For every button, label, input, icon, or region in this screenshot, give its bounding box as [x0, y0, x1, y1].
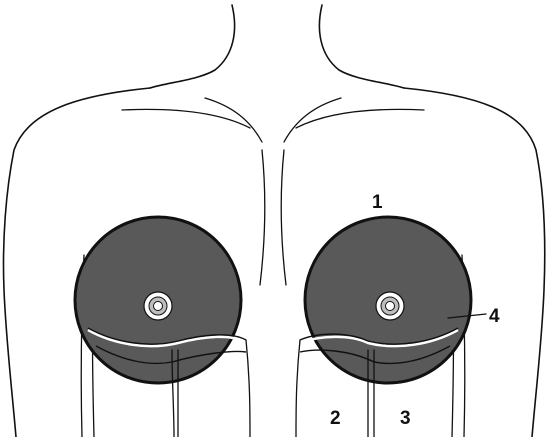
left-inner-line: [246, 340, 250, 437]
label-zone-2: 2: [330, 408, 341, 429]
right-clavicle-lower-line: [284, 98, 341, 142]
right-nipple: [376, 292, 404, 320]
neck-left-line: [150, 5, 235, 88]
left-clavicle-lower-line: [205, 98, 262, 142]
label-zone-3: 3: [400, 408, 411, 429]
label-zone-4: 4: [489, 306, 500, 327]
sternum-left-line: [260, 150, 265, 285]
right-inner-line: [296, 340, 300, 437]
left-clavicle-line: [122, 109, 250, 128]
label-zone-1: 1: [372, 192, 383, 213]
sternum-right-line: [281, 150, 286, 285]
right-clavicle-line: [296, 109, 424, 128]
left-nipple: [144, 292, 172, 320]
neck-right-line: [319, 5, 404, 88]
